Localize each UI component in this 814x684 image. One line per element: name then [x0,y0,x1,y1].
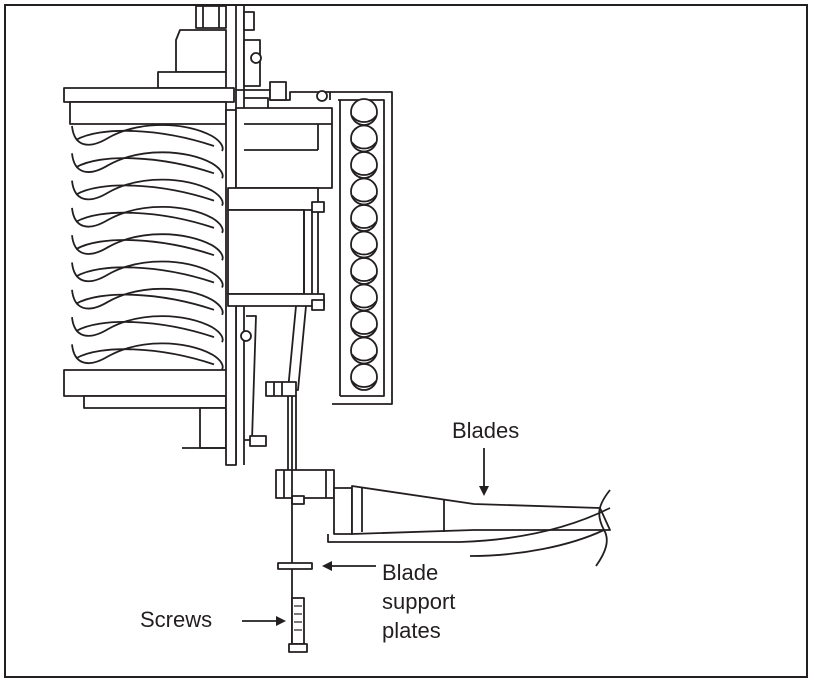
coil-winding [71,124,224,152]
blade-support-plates-label-line3: plates [382,618,441,643]
cable-ring-shade [351,300,377,309]
blade-assembly [275,469,611,567]
coil-winding-back [75,184,215,202]
cable-ring-shade [351,221,377,229]
coil-winding-back [75,129,215,147]
blade-support-plate [277,562,313,570]
coil-winding-back [75,293,215,311]
coil-winding-back [75,348,215,366]
blade-support-plates-label-line2: support [382,589,455,614]
coil-winding [71,260,224,288]
cable-ring-shade [351,168,377,176]
coil-winding [71,206,224,234]
cable-ring-shade [351,327,377,335]
mounting-hardware [277,396,313,653]
cable-ring-shade [351,274,377,282]
cable-ring-shade [351,194,377,203]
cable-ring-shade [351,115,377,123]
coil-winding [71,287,224,316]
screws-label: Screws [140,607,212,632]
motor-coil-stack [63,87,237,466]
blades-label: Blades [452,418,519,443]
cable-coil-column [330,91,393,405]
coil-winding-back [75,266,215,284]
cable-ring-shade [351,141,377,150]
coil-winding-back [75,321,215,338]
coil-winding-back [75,239,215,257]
coil-winding [71,342,224,370]
coil-winding [71,151,224,179]
cable-ring-shade [351,353,377,362]
blade-support-plates-label-line1: Blade [382,560,438,585]
screw [288,597,308,653]
coil-winding-back [75,157,215,175]
cable-ring [350,363,378,391]
coil-winding-back [75,211,215,229]
cable-ring-shade [351,247,377,256]
coil-winding [71,178,224,207]
coil-winding [71,315,224,343]
coil-winding [71,233,224,261]
motor-body [227,107,333,470]
cable-ring-shade [351,380,377,388]
